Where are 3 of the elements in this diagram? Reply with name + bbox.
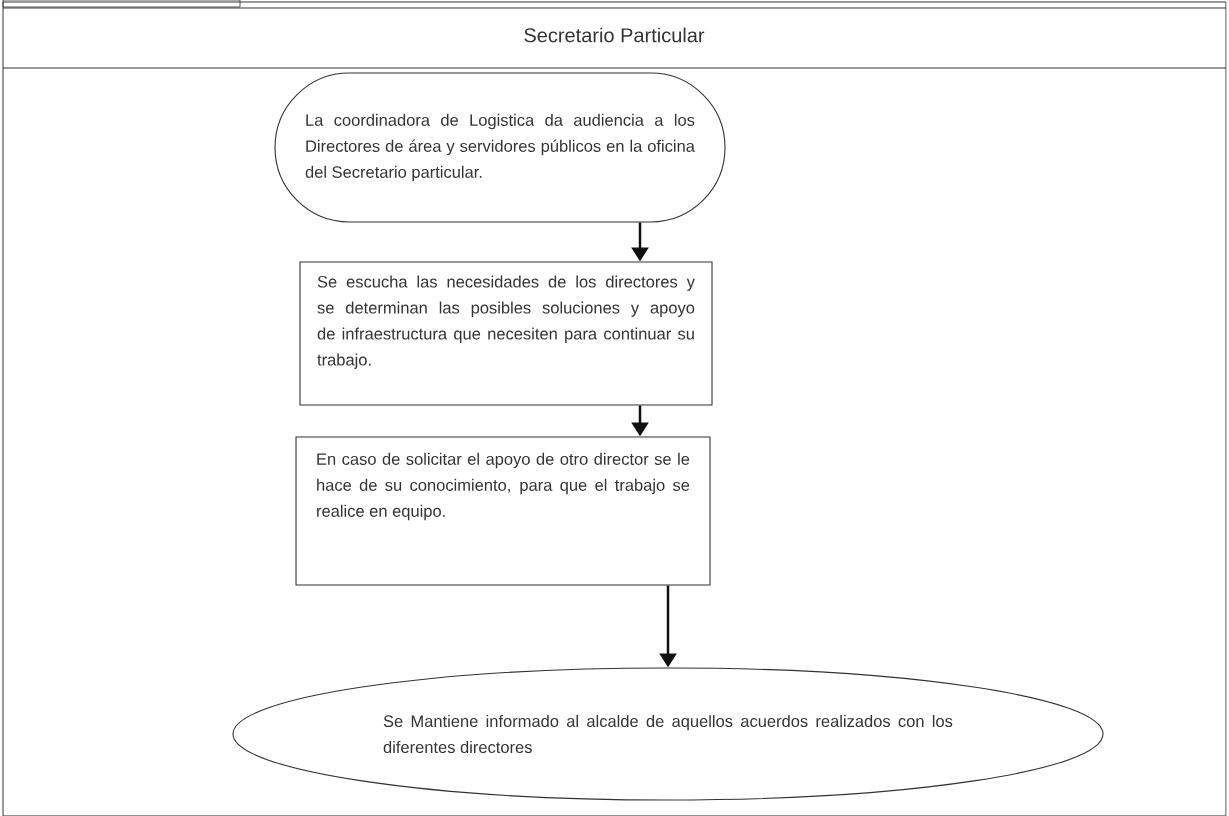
process-box: En caso de solicitar el apoyo de otro director se le hace de su conocimiento, para que el trabajo se realice en equipo. [295, 436, 711, 586]
process-box: Se escucha las necesidades de los directores y se determinan las posibles soluciones y apoyo de infraestructura que necesiten para continuar su trabajo. [299, 261, 713, 406]
title: Secretario Particular [524, 27, 705, 43]
